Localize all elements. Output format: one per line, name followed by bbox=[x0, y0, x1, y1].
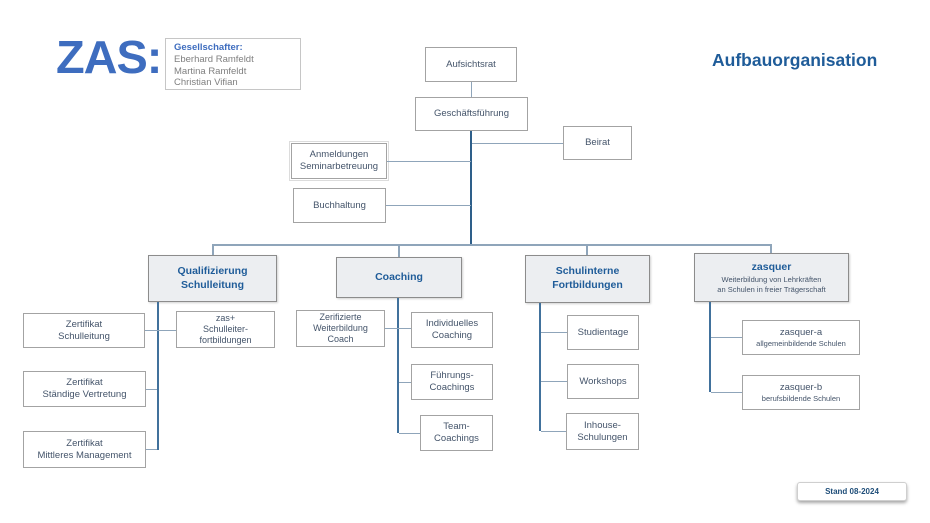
connector-drop-zasquer bbox=[770, 246, 772, 253]
header-qualifizierung-schulleitung: Qualifizierung Schulleitung bbox=[148, 255, 277, 302]
box-studientage: Studientage bbox=[567, 315, 639, 350]
connector-zertifikat-schulleitung bbox=[145, 330, 176, 331]
header-zasquer-subtitle: Weiterbildung von Lehrkräften an Schulen… bbox=[717, 275, 826, 294]
box-zertifikat-staendige-vertretung: Zertifikat Ständige Vertretung bbox=[23, 371, 146, 407]
header-schulinterne-fortbildungen: Schulinterne Fortbildungen bbox=[525, 255, 650, 303]
connector-drop-qualifizierung bbox=[212, 246, 214, 255]
box-beirat: Beirat bbox=[563, 126, 632, 160]
connector-drop-schulinterne bbox=[586, 246, 588, 255]
box-zertifikat-mittleres-management: Zertifikat Mittleres Management bbox=[23, 431, 146, 468]
box-zas-plus-schulleiterfortbildungen: zas+ Schulleiter- fortbildungen bbox=[176, 311, 275, 348]
connector-coaching-spine bbox=[397, 298, 399, 433]
header-zasquer-title: zasquer bbox=[751, 260, 792, 273]
connector-aufsichtsrat-geschaeftsfuehrung bbox=[471, 82, 472, 97]
box-zasquer-a: zasquer-a allgemeinbildende Schulen bbox=[742, 320, 860, 355]
gesellschafter-box: Gesellschafter: Eberhard Ramfeldt Martin… bbox=[165, 38, 301, 90]
connector-zasquer-b bbox=[711, 392, 742, 393]
zasquer-b-subtitle: berufsbildende Schulen bbox=[761, 393, 841, 403]
box-team-coachings: Team- Coachings bbox=[420, 415, 493, 451]
connector-zerifizierte-individuelles bbox=[385, 328, 411, 329]
header-zasquer: zasquer Weiterbildung von Lehrkräften an… bbox=[694, 253, 849, 302]
zasquer-a-title: zasquer-a bbox=[779, 327, 823, 339]
box-workshops: Workshops bbox=[567, 364, 639, 399]
box-zerifizierte-weiterbildung-coach: Zerifizierte Weiterbildung Coach bbox=[296, 310, 385, 347]
box-zasquer-b: zasquer-b berufsbildende Schulen bbox=[742, 375, 860, 410]
connector-anmeldungen bbox=[387, 161, 471, 162]
box-anmeldungen-seminarbetreuung: Anmeldungen Seminarbetreuung bbox=[289, 141, 389, 181]
box-geschaeftsfuehrung: Geschäftsführung bbox=[415, 97, 528, 131]
connector-zasquer-spine bbox=[709, 302, 711, 392]
box-zertifikat-schulleitung: Zertifikat Schulleitung bbox=[23, 313, 145, 348]
connector-fuehrungs bbox=[399, 382, 411, 383]
zas-logo: ZAS: bbox=[56, 31, 162, 83]
zasquer-b-title: zasquer-b bbox=[779, 382, 823, 394]
box-fuehrungs-coachings: Führungs- Coachings bbox=[411, 364, 493, 400]
connector-zertifikat-staendige bbox=[146, 389, 157, 390]
connector-team bbox=[399, 433, 420, 434]
zasquer-a-subtitle: allgemeinbildende Schulen bbox=[756, 338, 846, 348]
connector-schulinterne-spine bbox=[539, 303, 541, 431]
box-aufsichtsrat: Aufsichtsrat bbox=[425, 47, 517, 82]
connector-zertifikat-mittleres bbox=[146, 449, 157, 450]
connector-geschaeftsfuehrung-main bbox=[470, 131, 472, 246]
connector-inhouse bbox=[541, 431, 566, 432]
gesellschafter-heading: Gesellschafter: bbox=[174, 42, 243, 53]
gesellschafter-names: Eberhard Ramfeldt Martina Ramfeldt Chris… bbox=[174, 53, 254, 89]
connector-drop-coaching bbox=[398, 246, 400, 257]
connector-beirat bbox=[472, 143, 563, 144]
connector-workshops bbox=[541, 381, 567, 382]
box-individuelles-coaching: Individuelles Coaching bbox=[411, 312, 493, 348]
connector-distribution bbox=[212, 244, 772, 246]
box-inhouse-schulungen: Inhouse- Schulungen bbox=[566, 413, 639, 450]
box-buchhaltung: Buchhaltung bbox=[293, 188, 386, 223]
header-coaching: Coaching bbox=[336, 257, 462, 298]
connector-zasquer-a bbox=[711, 337, 742, 338]
connector-buchhaltung bbox=[386, 205, 471, 206]
connector-qualifizierung-spine bbox=[157, 302, 159, 450]
connector-studientage bbox=[541, 332, 567, 333]
stand-badge: Stand 08-2024 bbox=[797, 482, 907, 501]
page-title: Aufbauorganisation bbox=[712, 50, 878, 70]
